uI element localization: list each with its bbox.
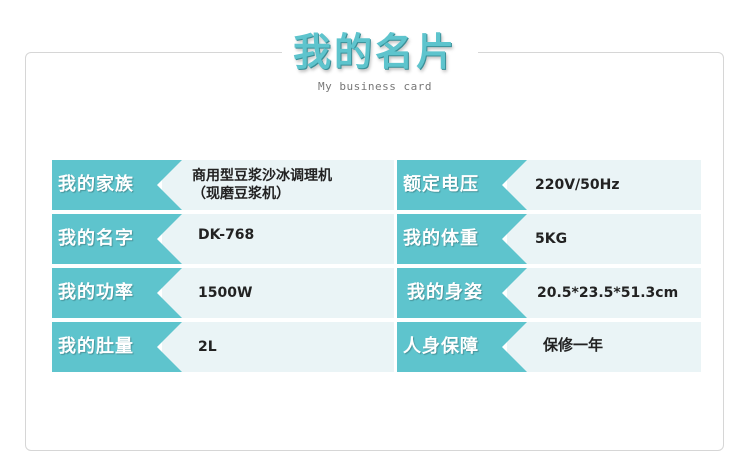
spec-row-voltage: 220V/50Hz 额定电压 [397,160,701,210]
spec-value-box: DK-768 [162,214,394,264]
spec-label-name: 我的名字 [58,228,134,249]
spec-value-box: 商用型豆浆沙冰调理机 （现磨豆浆机） [162,160,394,210]
spec-row-warranty: 保修一年 人身保障 [397,322,701,372]
spec-value-dimensions: 20.5*23.5*51.3cm [537,285,679,301]
spec-value-box: 220V/50Hz [507,160,701,210]
spec-value-voltage: 220V/50Hz [535,177,620,193]
spec-value-box: 20.5*23.5*51.3cm [507,268,701,318]
spec-label-family: 我的家族 [58,174,134,195]
spec-row-capacity: 2L 我的肚量 [52,322,394,372]
spec-value-weight: 5KG [535,231,568,247]
spec-row-family: 商用型豆浆沙冰调理机 （现磨豆浆机） 我的家族 [52,160,394,210]
spec-label-voltage: 额定电压 [403,174,479,195]
spec-value-name: DK-768 [198,227,255,243]
spec-label-box: 我的功率 [52,268,182,318]
spec-value-family: 商用型豆浆沙冰调理机 （现磨豆浆机） [192,168,332,202]
spec-label-power: 我的功率 [58,282,134,303]
spec-value-box: 1500W [162,268,394,318]
spec-value-box: 保修一年 [507,322,701,372]
page-title: 我的名片 [292,30,457,74]
title-backdrop [282,40,478,70]
spec-label-box: 人身保障 [397,322,527,372]
spec-label-dimensions: 我的身姿 [407,282,483,303]
spec-label-warranty: 人身保障 [403,336,479,357]
spec-value-warranty: 保修一年 [543,336,604,354]
page-subtitle: My business card [318,80,432,93]
spec-row-name: DK-768 我的名字 [52,214,394,264]
spec-row-weight: 5KG 我的体重 [397,214,701,264]
spec-value-power: 1500W [198,285,253,301]
spec-value-capacity: 2L [198,339,217,355]
spec-value-box: 5KG [507,214,701,264]
spec-value-box: 2L [162,322,394,372]
spec-row-power: 1500W 我的功率 [52,268,394,318]
spec-row-dimensions: 20.5*23.5*51.3cm 我的身姿 [397,268,701,318]
title-area: 我的名片 [0,28,750,76]
spec-label-weight: 我的体重 [403,228,479,249]
spec-label-capacity: 我的肚量 [58,336,134,357]
